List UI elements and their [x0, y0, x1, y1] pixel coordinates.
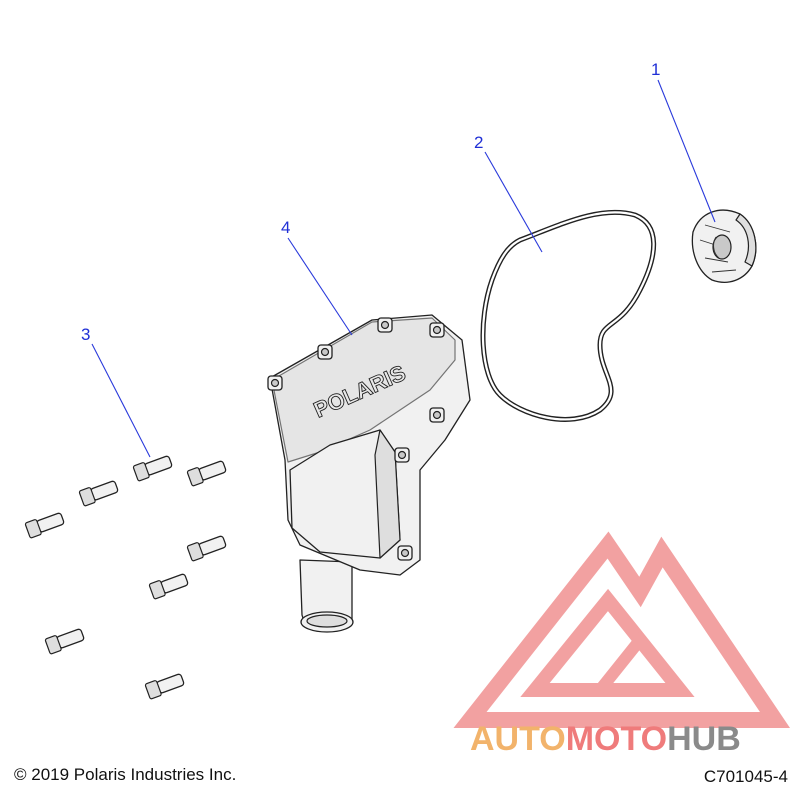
bolt-7 — [44, 628, 85, 655]
diagram-code: C701045-4 — [703, 767, 788, 786]
bolt-5 — [186, 535, 227, 562]
leader-lines — [91, 79, 716, 458]
watermark-hub: HUB — [667, 720, 741, 758]
bolt-1 — [132, 455, 173, 482]
bolt-4 — [24, 512, 65, 539]
bolt-2 — [186, 460, 227, 487]
leader-3 — [91, 343, 151, 458]
callouts: 1 2 3 4 — [81, 60, 660, 344]
watermark-auto: AUTO — [470, 720, 566, 758]
bolt-3 — [78, 480, 119, 507]
leader-1 — [657, 79, 716, 223]
mounting-ears — [267, 317, 445, 561]
impeller-part — [691, 209, 757, 283]
watermark-wordmark: AUTOMOTOHUB — [470, 720, 741, 758]
callout-2: 2 — [474, 133, 483, 152]
bolt-8 — [144, 673, 185, 700]
bolt-6 — [148, 573, 189, 600]
callout-4: 4 — [281, 218, 290, 237]
gasket-part — [480, 209, 657, 422]
watermark-logo-icon — [453, 531, 791, 728]
callout-3: 3 — [81, 325, 90, 344]
callout-1: 1 — [651, 60, 660, 79]
water-pump-cover-part: POLARIS — [267, 314, 471, 633]
bolts-group — [24, 455, 227, 700]
svg-text:AUTOMOTOHUB: AUTOMOTOHUB — [470, 720, 741, 758]
copyright-text: © 2019 Polaris Industries Inc. — [14, 765, 237, 784]
leader-2 — [484, 151, 543, 253]
watermark-moto: MOTO — [566, 720, 667, 758]
leader-4 — [287, 237, 353, 336]
